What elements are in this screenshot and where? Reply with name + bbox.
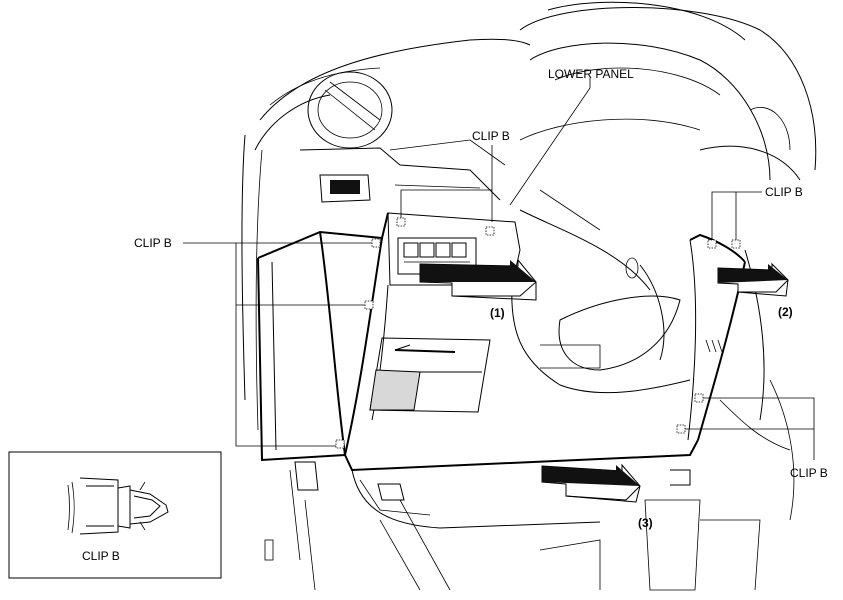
removal-arrow-2 [717,262,789,297]
lower-panel [257,212,746,529]
clip-marker [371,238,381,248]
clip-b-label-right-top: CLIP B [765,185,803,199]
step-3-label: (3) [638,516,653,530]
clip-b-label-inset: CLIP B [82,549,120,563]
clip-marker [707,239,717,249]
step-1-label: (1) [490,306,505,320]
clip-markers [335,217,741,449]
clip-b-label-left: CLIP B [134,236,172,250]
dashboard-outline [241,1,817,591]
step-2-label: (2) [778,305,793,319]
leader-lines [183,78,815,460]
clip-marker [485,226,495,236]
lower-panel-label: LOWER PANEL [548,67,634,81]
removal-arrow-3 [541,463,641,503]
clip-b-label-right-bottom: CLIP B [790,466,828,480]
clip-marker [335,439,345,449]
removal-arrow-1 [419,258,537,301]
clip-marker [364,300,374,310]
clip-marker [731,239,741,249]
clip-marker [694,393,704,403]
clip-marker [396,217,406,227]
clip-b-label-top: CLIP B [472,129,510,143]
clip-b-inset [8,451,222,579]
clip-marker [676,424,686,434]
